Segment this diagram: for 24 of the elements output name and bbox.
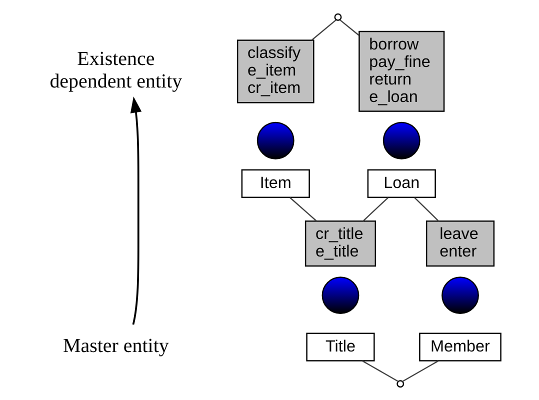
connector <box>402 360 438 382</box>
node-box: classify e_item cr_item <box>236 39 314 103</box>
node-box: Member <box>418 332 501 361</box>
connector <box>362 360 398 382</box>
node-circle <box>321 276 359 314</box>
node-text: Master entity <box>62 334 168 356</box>
node-circle <box>396 380 404 388</box>
connector <box>310 19 336 40</box>
node-box: leave enter <box>425 220 494 266</box>
connector <box>339 19 359 36</box>
arrow <box>130 96 142 324</box>
node-circle <box>441 276 478 314</box>
connector <box>414 196 438 221</box>
node-box: cr_title e_title <box>304 220 376 266</box>
node-circle <box>256 121 294 159</box>
node-text: Existence dependent entity <box>49 47 182 92</box>
node-circle <box>382 121 420 159</box>
node-circle <box>334 12 342 20</box>
connector <box>362 196 388 221</box>
node-box: Title <box>306 332 374 361</box>
node-box: borrow pay_fine return e_loan <box>358 30 444 112</box>
node-box: Item <box>240 168 310 198</box>
node-box: Loan <box>366 168 436 198</box>
connector <box>289 196 316 221</box>
